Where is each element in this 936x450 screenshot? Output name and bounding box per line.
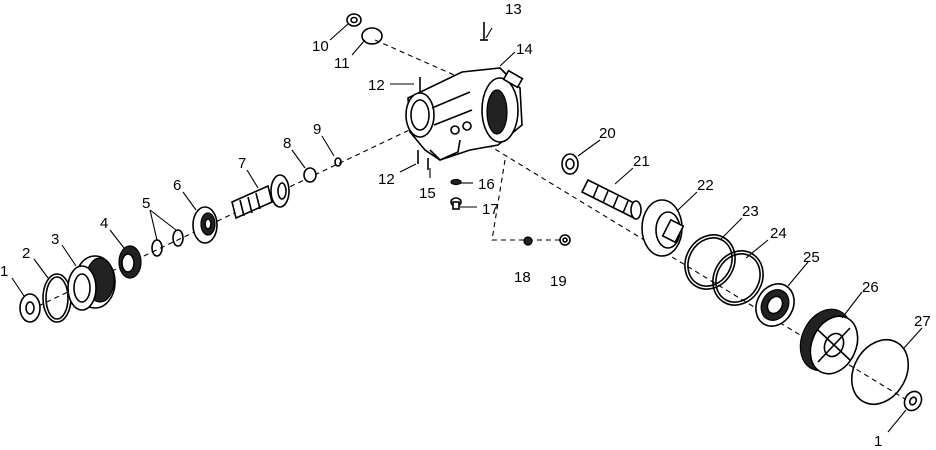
callout-6: 6 bbox=[173, 177, 181, 194]
part-4-bearing bbox=[118, 245, 142, 279]
part-23-o-ring bbox=[684, 234, 736, 290]
callout-18: 18 bbox=[514, 269, 531, 286]
callout-9: 9 bbox=[313, 121, 321, 138]
part-26-bearing-cover bbox=[799, 308, 859, 375]
part-2-o-ring bbox=[42, 273, 72, 323]
callout-8: 8 bbox=[283, 135, 291, 152]
callout-21: 21 bbox=[633, 153, 650, 170]
callout-13: 13 bbox=[505, 1, 522, 18]
part-11-o-ring bbox=[361, 27, 383, 45]
part-16-washer bbox=[450, 178, 462, 186]
callout-26: 26 bbox=[862, 279, 879, 296]
callout-27: 27 bbox=[914, 313, 931, 330]
part-8-spacer bbox=[303, 167, 317, 183]
part-25-bearing bbox=[755, 283, 795, 327]
callout-19: 19 bbox=[550, 273, 567, 290]
part-6-seal bbox=[192, 206, 218, 244]
callout-7: 7 bbox=[238, 155, 246, 172]
part-14-gear-case-housing bbox=[405, 67, 524, 161]
part-10-plug bbox=[346, 13, 362, 27]
callout-1-left: 1 bbox=[0, 263, 8, 280]
callout-23: 23 bbox=[742, 203, 759, 220]
part-19-plug bbox=[559, 234, 571, 246]
callout-5: 5 bbox=[142, 195, 150, 212]
callout-1-right: 1 bbox=[874, 433, 882, 450]
callout-11: 11 bbox=[334, 55, 350, 72]
part-21-input-shaft bbox=[580, 178, 642, 220]
callout-10: 10 bbox=[312, 38, 329, 55]
part-13-vent-fitting bbox=[480, 22, 488, 41]
callout-14: 14 bbox=[516, 41, 533, 58]
callout-22: 22 bbox=[697, 177, 714, 194]
part-7-output-shaft bbox=[231, 174, 290, 220]
part-9-washer bbox=[334, 157, 342, 167]
part-1-right-washer bbox=[903, 390, 923, 412]
part-3-bearing-housing bbox=[67, 255, 116, 311]
callout-20: 20 bbox=[599, 125, 616, 142]
callout-4: 4 bbox=[100, 215, 108, 232]
part-22-pinion-gear bbox=[641, 199, 685, 257]
drain-axis bbox=[491, 159, 565, 241]
callout-17: 17 bbox=[482, 201, 499, 218]
part-5-snap-rings bbox=[151, 229, 184, 257]
part-20-seal bbox=[561, 153, 579, 175]
leader-lines bbox=[11, 23, 923, 433]
callout-25: 25 bbox=[803, 249, 820, 266]
part-17-drain-plug bbox=[450, 197, 462, 210]
callout-16: 16 bbox=[478, 176, 495, 193]
part-27-o-ring bbox=[850, 339, 910, 405]
callout-12-lower: 12 bbox=[378, 171, 395, 188]
part-1-left-washer bbox=[19, 293, 41, 323]
callout-3: 3 bbox=[51, 231, 59, 248]
callout-15: 15 bbox=[419, 185, 436, 202]
part-18-washer bbox=[523, 236, 533, 246]
callout-12-upper: 12 bbox=[368, 77, 385, 94]
callout-2: 2 bbox=[22, 245, 30, 262]
callout-24: 24 bbox=[770, 225, 787, 242]
